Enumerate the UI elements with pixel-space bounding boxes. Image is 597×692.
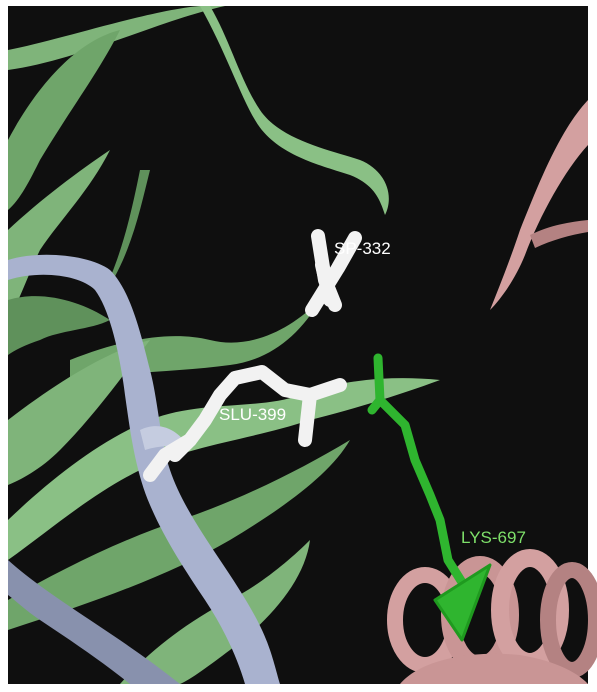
glu-sidechain [168,433,197,462]
green-ribbon-strand [8,296,110,355]
lys-cone [433,563,492,642]
residue-label-lys: LYS-697 [461,528,526,547]
pink-ribbon-strand [530,220,588,248]
green-ribbon-strand [8,340,150,485]
lys-residue [367,353,492,642]
residue-label-glu: SLU-399 [219,405,287,424]
pink-helix-base [400,653,588,684]
asp-sidechain [305,231,362,317]
pink-ribbon-strand [490,100,588,310]
blue-ribbon-strand [8,254,280,684]
glu-residue [143,365,347,482]
blue-ribbon-strand [8,560,180,684]
green-ribbon-strand [8,6,225,70]
green-ribbon-strand [8,150,110,320]
green-ribbon-strand [8,378,440,560]
glu-sidechain [298,388,317,447]
green-ribbon-loop [200,6,389,215]
green-ribbon-strand [8,30,120,210]
asp-residue [305,229,362,317]
lys-branch [367,395,385,415]
pink-helix-coil [540,562,597,678]
residue-label-asp: SP-332 [334,239,391,258]
green-ribbon-strand [100,170,150,300]
lys-sidechain [373,353,475,600]
asp-sidechain [315,258,337,307]
